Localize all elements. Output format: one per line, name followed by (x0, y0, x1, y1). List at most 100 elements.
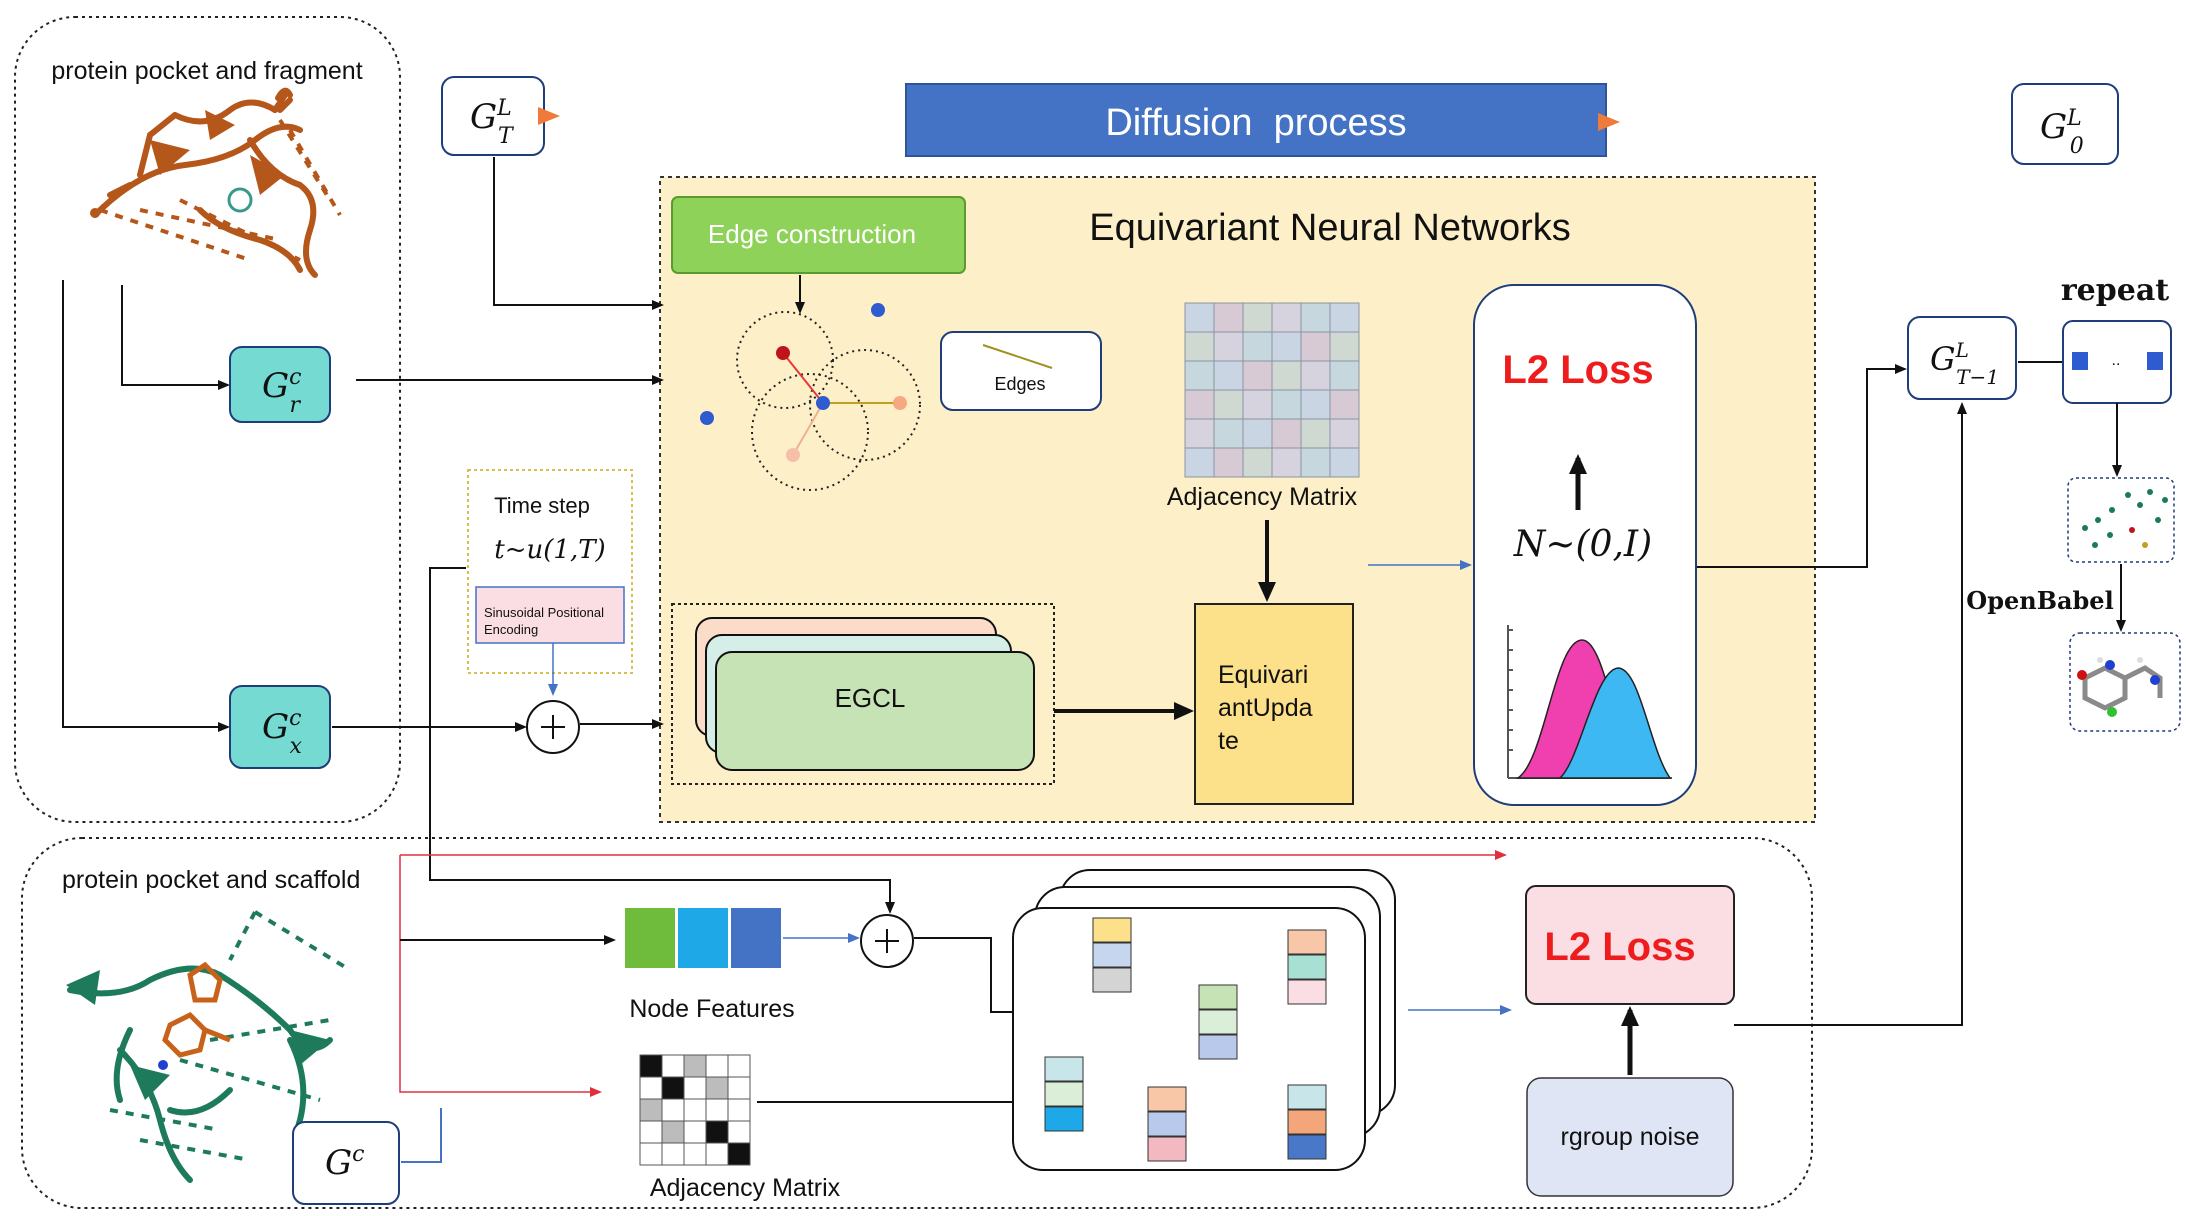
timestep-title: Time step (494, 493, 590, 518)
enn-loss-box (1473, 284, 1697, 806)
plus-combiner-top-glyph (541, 715, 565, 739)
edges-legend-line (982, 344, 1053, 369)
adjacency-cell (1242, 302, 1273, 333)
adjacency-cell (661, 1098, 685, 1122)
gc-node (292, 1121, 400, 1205)
adjacency-cell (661, 1142, 685, 1166)
adjacency-cell (1242, 418, 1273, 449)
edge-construction-box (671, 196, 966, 274)
feature-stack-cell (1287, 1134, 1327, 1160)
adjacency-cell (705, 1054, 729, 1078)
adjacency-cell (1213, 389, 1244, 420)
adjacency-cell (639, 1120, 663, 1144)
molecule-render (2077, 657, 2163, 717)
fragment-panel (14, 16, 401, 823)
feature-stack-cell (1092, 967, 1132, 993)
gtm1-node (1907, 316, 2017, 400)
scaffold-ligand (162, 961, 231, 1058)
equivariant-update-label-2: antUpda (1218, 694, 1313, 722)
edge-construction-label: Edge construction (708, 219, 916, 249)
connector-fragment-to-grc (121, 285, 230, 390)
feature-stack-cell (1092, 942, 1132, 968)
repeat-label: repeat (2061, 273, 2169, 308)
connector-enn-loss-to-gtm1 (1697, 364, 1907, 568)
enn-loss-label: L2 Loss (1502, 348, 1653, 392)
adjacency-cell (639, 1098, 663, 1122)
adjacency-cell (683, 1076, 707, 1100)
adjacency-cell (661, 1054, 685, 1078)
feature-stack-cell (1147, 1136, 1187, 1162)
plus-combiner-bottom-glyph (875, 929, 899, 953)
rgroup-noise-label: rgroup noise (1561, 1123, 1700, 1151)
enn-noise-formula: N~(0,I) (1513, 524, 1652, 565)
scaffold-arrowhead-2 (290, 1030, 330, 1065)
adjacency-cell (1271, 418, 1302, 449)
connector-timestep-to-bottom-plus (429, 567, 895, 914)
feature-stack-cell (1092, 917, 1132, 943)
adjacency-cell (1329, 418, 1360, 449)
adjacency-cell (705, 1120, 729, 1144)
adjacency-cell (683, 1098, 707, 1122)
openbabel-label: OpenBabel (1966, 586, 2113, 615)
adjacency-cell (1242, 360, 1273, 391)
scaffold-protein-dashes (109, 910, 352, 1162)
bottom-adjacency-matrix (639, 1054, 751, 1166)
adjacency-cell (1242, 389, 1273, 420)
edges-legend-box (940, 331, 1102, 411)
feature-stack-cell (1287, 954, 1327, 980)
feature-stack-cell (1287, 1084, 1327, 1110)
adjacency-cell (661, 1076, 685, 1100)
fragment-arrowhead-3 (205, 110, 235, 140)
adjacency-cell (705, 1142, 729, 1166)
adjacency-cell (705, 1098, 729, 1122)
point-cloud-dots (2082, 489, 2168, 548)
egcl-layer-front (715, 651, 1035, 771)
repeat-square-right (2147, 352, 2163, 370)
feature-stack-cell (1287, 1109, 1327, 1135)
adjacency-cell (1300, 418, 1331, 449)
adjacency-cell (1184, 389, 1215, 420)
fragment-panel-title: protein pocket and fragment (51, 57, 362, 85)
adjacency-cell (639, 1142, 663, 1166)
adjacency-cell (1213, 418, 1244, 449)
feature-stack-cell (1198, 984, 1238, 1010)
adjacency-cell (1184, 418, 1215, 449)
fragment-ring (227, 187, 253, 213)
enn-title: Equivariant Neural Networks (1089, 207, 1571, 249)
adjacency-cell (727, 1076, 751, 1100)
scaffold-ligand-atom (158, 1060, 168, 1070)
repeat-dots: .. (2112, 352, 2121, 369)
feature-stack-cell (1044, 1056, 1084, 1082)
feature-stack-cell (1044, 1106, 1084, 1132)
adjacency-cell (1184, 302, 1215, 333)
rgroup-noise-box (1526, 1077, 1734, 1197)
feature-stack-cell (1198, 1009, 1238, 1035)
adjacency-cell (683, 1120, 707, 1144)
scaffold-arrowhead-1 (66, 970, 100, 1005)
connector-fragment-to-gxc (62, 280, 230, 732)
scaffold-arrowhead-3 (130, 1065, 170, 1100)
edges-legend-label: Edges (994, 374, 1045, 394)
fragment-protein-dashes (99, 118, 342, 262)
adjacency-cell (705, 1076, 729, 1100)
adjacency-cell (1329, 360, 1360, 391)
adjacency-cell (639, 1076, 663, 1100)
adjacency-cell (1271, 389, 1302, 420)
adjacency-cell (1242, 331, 1273, 362)
adjacency-cell (1184, 447, 1215, 478)
bottom-adjacency-label: Adjacency Matrix (650, 1174, 841, 1202)
connector-bottom-loss-to-gtm1 (1734, 402, 1967, 1026)
node-features-bar (625, 908, 781, 968)
sinusoidal-encoding-label-1: Sinusoidal Positional (484, 605, 604, 620)
sinusoidal-encoding-label-2: Encoding (484, 622, 538, 637)
adjacency-cell (1213, 360, 1244, 391)
adjacency-cell (1329, 447, 1360, 478)
repeat-square-left (2072, 352, 2088, 370)
adjacency-cell (1213, 331, 1244, 362)
gxc-node (229, 685, 331, 769)
adjacency-cell (1300, 447, 1331, 478)
